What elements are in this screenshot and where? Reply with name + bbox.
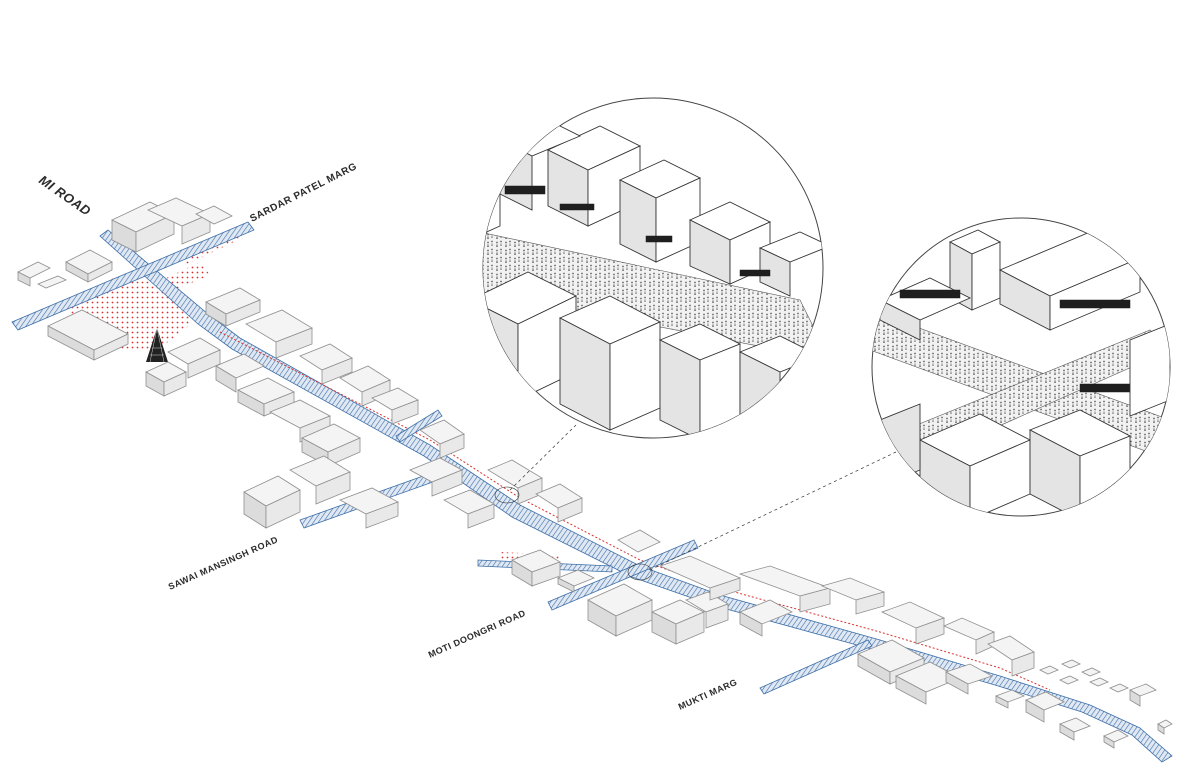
tower-icon: [146, 327, 168, 363]
building-block: [237, 377, 295, 417]
building-block-group: [17, 197, 1173, 749]
building-block: [685, 591, 729, 629]
zoom-lens-street-detail: [482, 97, 824, 439]
building-block: [995, 689, 1025, 709]
building-block: [1157, 719, 1173, 735]
label-mukti-marg: MUKTI MARG: [677, 677, 739, 712]
label-mi-road: MI ROAD: [36, 172, 94, 219]
building-block: [511, 549, 561, 587]
building-block: [987, 635, 1035, 677]
mi-road-cross: [11, 221, 255, 331]
building-block: [658, 555, 742, 601]
building-block: [443, 489, 495, 529]
building-block: [557, 569, 595, 593]
building-block: [205, 287, 261, 327]
building-block: [820, 577, 886, 615]
main-street-road: [99, 229, 1173, 763]
building-block: [371, 387, 419, 425]
moti-doongri-road-cross: [547, 539, 699, 611]
focus-marker-1: [494, 486, 520, 504]
label-sardar-patel-marg: SARDAR PATEL MARG: [248, 161, 359, 225]
zoom-lens-junction-detail: [871, 217, 1171, 517]
building-block: [738, 565, 832, 613]
building-block: [289, 455, 351, 505]
building-block: [1025, 691, 1065, 723]
building-block: [1129, 683, 1157, 707]
building-block: [65, 249, 113, 283]
building-block: [1039, 659, 1129, 693]
label-sawai-mansingh-road: SAWAI MANSINGH ROAD: [167, 534, 280, 592]
building-block: [195, 205, 233, 225]
building-block: [535, 483, 583, 523]
building-block: [145, 361, 187, 397]
building-block: [409, 457, 463, 497]
building-block: [1059, 717, 1091, 741]
building-block: [739, 599, 793, 637]
building-block: [943, 617, 995, 655]
building-block: [419, 419, 465, 459]
building-block: [1103, 729, 1129, 749]
building-block: [299, 343, 353, 385]
building-block: [880, 601, 946, 645]
building-block: [245, 309, 313, 359]
building-block: [587, 583, 653, 637]
site-model: [11, 197, 1173, 763]
building-block: [651, 599, 705, 645]
label-moti-doongri-road: MOTI DOONGRI ROAD: [427, 608, 527, 660]
sawai-mansingh-road-upper: [395, 409, 443, 443]
building-block: [17, 261, 51, 287]
mukti-marg-road: [759, 639, 873, 695]
building-block: [47, 309, 129, 361]
building-block: [617, 529, 661, 553]
building-block: [487, 459, 543, 505]
building-block: [215, 353, 265, 393]
building-block: [945, 663, 993, 695]
building-block: [243, 475, 301, 529]
leader-line-lens-1: [509, 424, 577, 491]
focus-marker-2: [627, 563, 653, 581]
building-block: [339, 487, 399, 529]
building-block: [37, 275, 67, 289]
